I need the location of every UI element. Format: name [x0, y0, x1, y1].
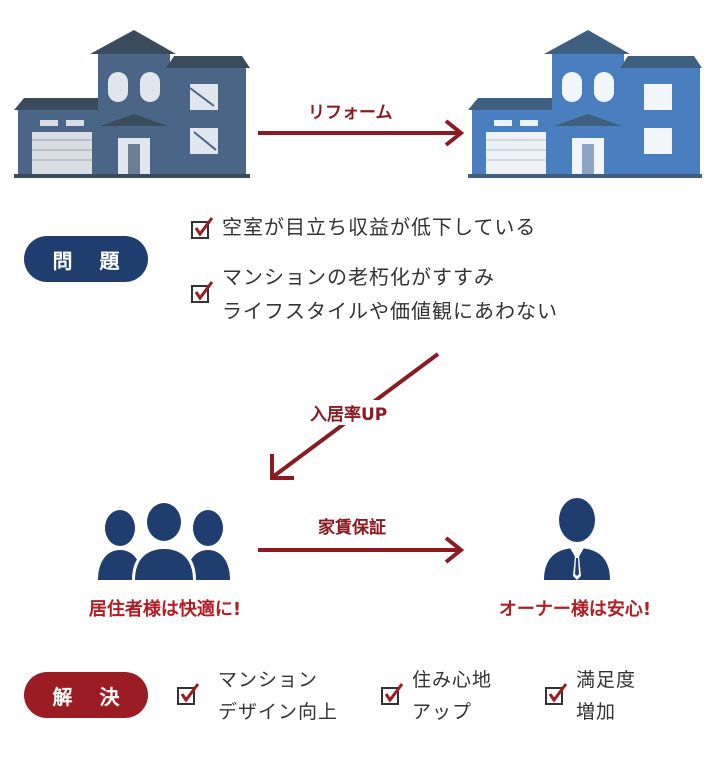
problem-badge: 問 題	[24, 236, 148, 282]
check-icon	[191, 217, 214, 239]
problem-item-2-line1: マンションの老朽化がすすみ	[222, 265, 495, 289]
owner-icon	[544, 498, 610, 580]
problem-item-1: 空室が目立ち収益が低下している	[190, 210, 536, 244]
solution-item-2-line1: 住み心地	[412, 669, 493, 691]
solution-item-1-line1: マンション	[218, 669, 319, 691]
solution-item-2: 住み心地 アップ	[380, 664, 492, 728]
problem-item-2: マンションの老朽化がすすみ ライフスタイルや価値観にあわない	[190, 260, 558, 328]
rent-guarantee-arrow	[258, 536, 465, 564]
new-house-illustration	[468, 30, 702, 178]
rent-guarantee-arrow-label: 家賃保証	[318, 518, 386, 538]
solution-item-3-line1: 満足度	[576, 669, 637, 691]
owner-caption: オーナー様は安心!	[498, 599, 652, 620]
reform-arrow-label: リフォーム	[308, 103, 393, 123]
check-icon	[191, 281, 214, 303]
occupancy-arrow-label: 入居率UP	[306, 400, 392, 425]
tenants-caption: 居住者様は快適に!	[88, 599, 242, 620]
problem-item-2-line2: ライフスタイルや価値観にあわない	[222, 299, 558, 323]
solution-item-3-line2: 増加	[576, 701, 617, 723]
tenants-group-icon	[98, 500, 230, 580]
solution-item-3: 満足度 増加	[544, 664, 636, 728]
solution-item-1: マンション デザイン向上	[176, 664, 338, 728]
old-house-illustration	[14, 30, 250, 178]
check-icon	[381, 683, 404, 705]
solution-badge: 解 決	[24, 672, 148, 718]
solution-item-2-line2: アップ	[412, 701, 473, 723]
check-icon	[177, 683, 200, 705]
reform-arrow	[258, 119, 465, 147]
check-icon	[545, 683, 568, 705]
problem-item-1-text: 空室が目立ち収益が低下している	[222, 215, 537, 239]
solution-item-1-line2: デザイン向上	[218, 701, 339, 723]
